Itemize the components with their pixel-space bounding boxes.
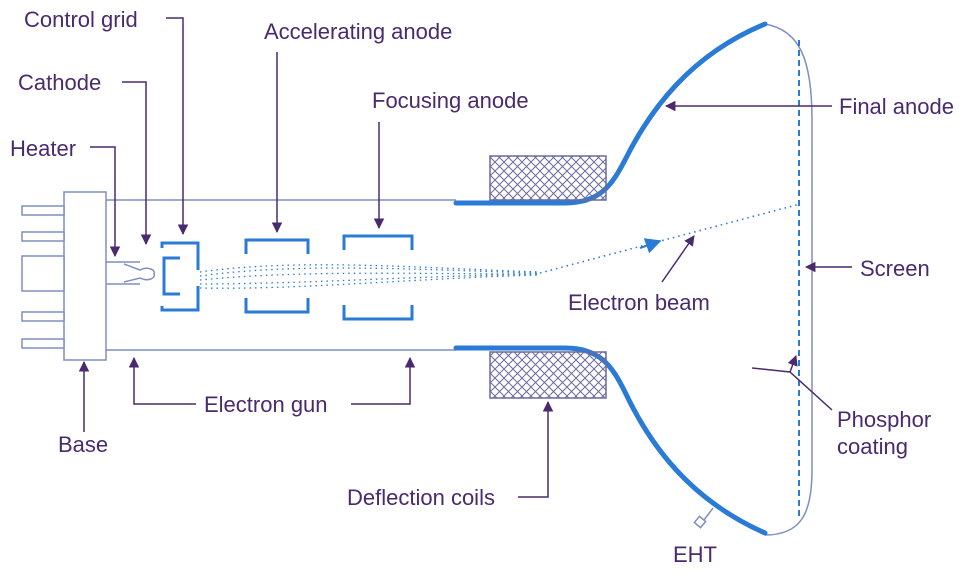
electron-beam-leader bbox=[661, 235, 695, 283]
base-pin bbox=[21, 231, 65, 242]
cathode-electrode bbox=[162, 256, 180, 296]
screen-face-outline bbox=[764, 23, 813, 536]
beam-direction-arrow bbox=[639, 238, 662, 254]
label-eht: EHT bbox=[673, 542, 717, 567]
tube-outline bbox=[106, 23, 813, 536]
label-base: Base bbox=[58, 432, 108, 457]
label-electron-beam: Electron beam bbox=[568, 290, 710, 315]
base bbox=[21, 191, 107, 361]
accelerating-anode-electrode bbox=[244, 238, 310, 314]
electron-gun-leader-left bbox=[128, 356, 196, 405]
heater-leader bbox=[90, 146, 121, 258]
label-heater: Heater bbox=[10, 136, 76, 161]
phosphor-leader-branch bbox=[751, 367, 791, 373]
phosphor-leader-stem bbox=[789, 371, 833, 411]
deflection-coil-bottom bbox=[489, 351, 607, 399]
label-focusing-anode: Focusing anode bbox=[372, 88, 529, 113]
control-grid-leader bbox=[166, 17, 189, 236]
label-cathode: Cathode bbox=[18, 70, 101, 95]
control-grid-electrode bbox=[160, 241, 200, 312]
phosphor-leader-tip bbox=[787, 355, 798, 373]
cathode-leader bbox=[122, 81, 152, 246]
label-electron-gun: Electron gun bbox=[204, 392, 328, 417]
base-pin bbox=[21, 255, 65, 292]
label-accelerating-anode: Accelerating anode bbox=[264, 19, 452, 44]
label-screen: Screen bbox=[860, 256, 930, 281]
label-phosphor-line1: Phosphor bbox=[837, 407, 931, 432]
deflection-coils-leader bbox=[518, 400, 554, 498]
base-pin bbox=[21, 205, 65, 216]
eht-connector bbox=[693, 507, 714, 529]
label-control-grid: Control grid bbox=[24, 7, 138, 32]
label-final-anode: Final anode bbox=[839, 94, 954, 119]
leader-lines bbox=[78, 17, 852, 498]
electron-gun-leader-right bbox=[351, 356, 416, 405]
electron-beam bbox=[199, 203, 801, 289]
base-block bbox=[63, 191, 107, 361]
label-phosphor-line2: coating bbox=[837, 434, 908, 459]
focusing-anode-electrode bbox=[342, 234, 414, 321]
label-deflection-coils: Deflection coils bbox=[347, 485, 495, 510]
base-pin bbox=[21, 311, 65, 322]
base-pin bbox=[21, 338, 65, 349]
heater-filament bbox=[106, 261, 156, 285]
deflection-coil-top bbox=[489, 155, 607, 201]
